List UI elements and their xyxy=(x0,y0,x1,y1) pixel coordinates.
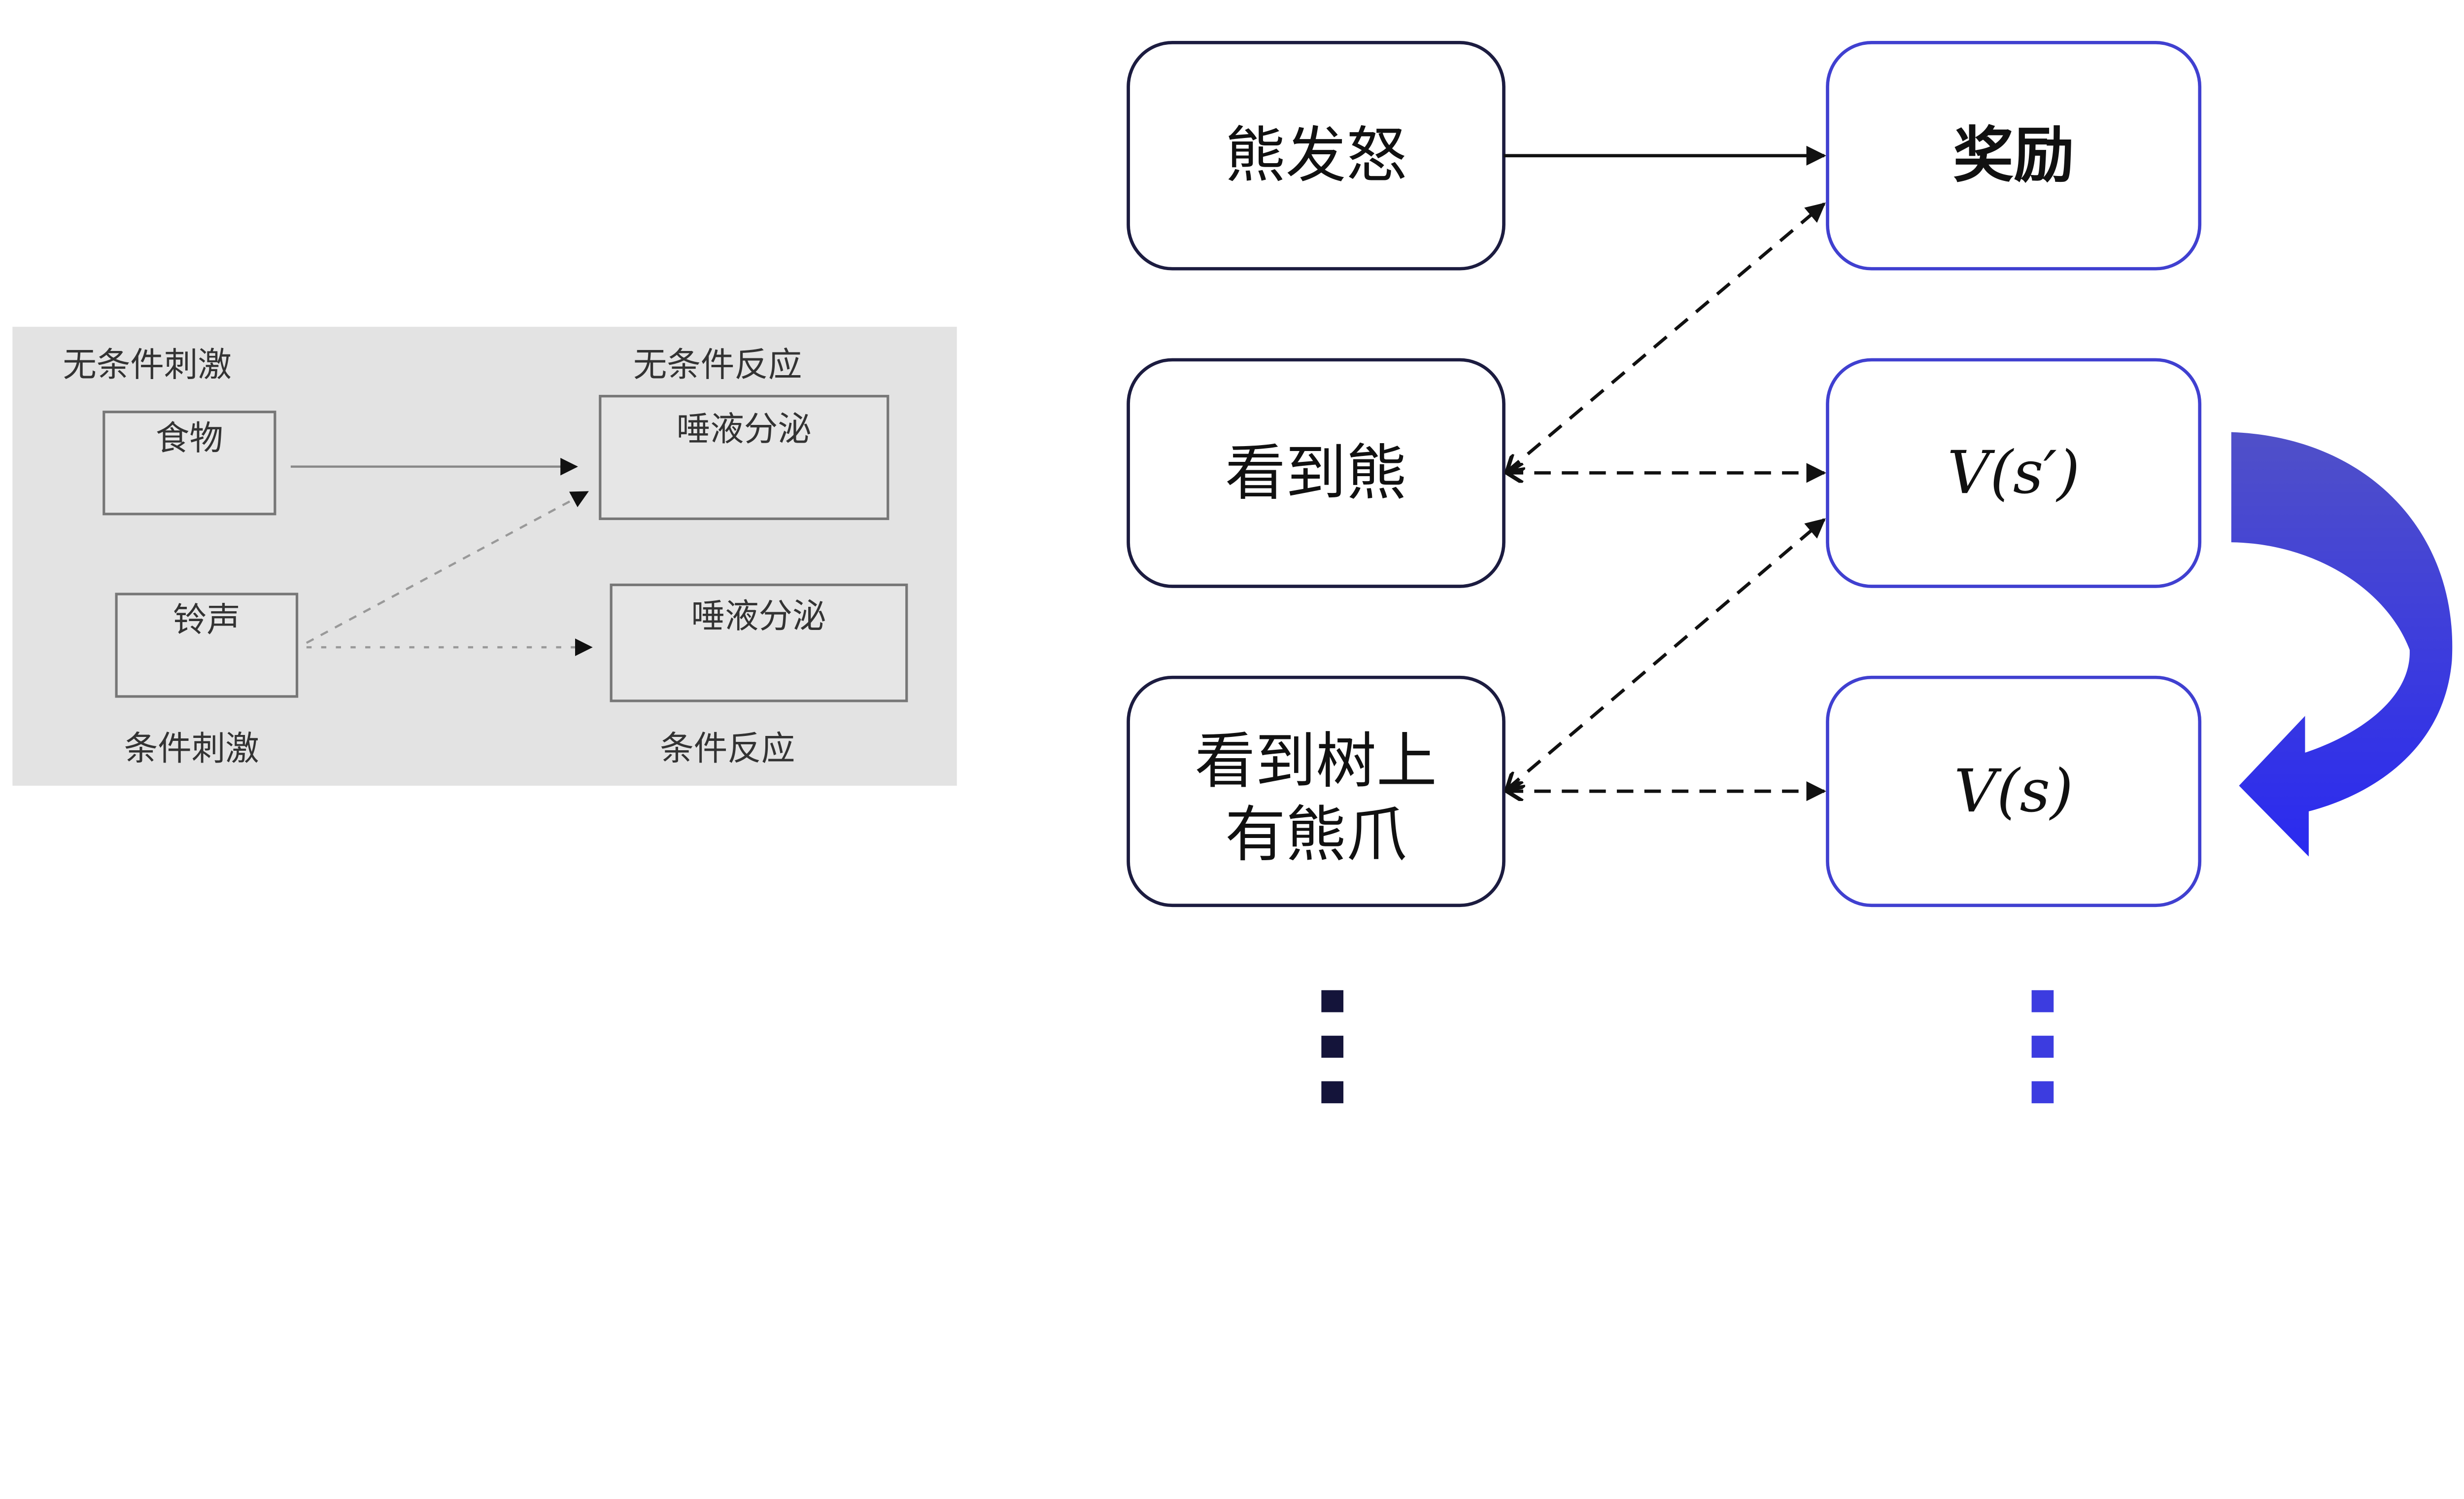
value-learning-diagram: 熊发怒 看到熊 看到树上 有熊爪 奖励 xyxy=(1127,41,2453,1104)
salivation-box-1-label: 唾液分泌 xyxy=(677,410,812,449)
diagram-frame: 无条件刺激 无条件反应 条件刺激 条件反应 食物 铃声 唾液分泌 唾液分泌 熊发… xyxy=(12,41,2453,1104)
classical-conditioning-diagram: 无条件刺激 无条件反应 条件刺激 条件反应 食物 铃声 唾液分泌 唾液分泌 xyxy=(12,326,957,786)
food-box-label: 食物 xyxy=(156,418,223,458)
salivation-box-2-label: 唾液分泌 xyxy=(691,597,826,636)
bell-to-unconditioned-salivation-arrow xyxy=(306,491,589,644)
conditioned-response-label: 条件反应 xyxy=(660,729,795,768)
state-box-see-bear xyxy=(1127,358,1506,588)
value-current-label: V(s) xyxy=(1954,757,2073,826)
value-next-label: V(s′) xyxy=(1947,439,2080,508)
unconditioned-stimulus-label: 无条件刺激 xyxy=(63,345,232,384)
unconditioned-response-label: 无条件反应 xyxy=(633,345,802,384)
see-claw-to-value-next-arrow xyxy=(1506,520,1824,789)
diagram-canvas: 无条件刺激 无条件反应 条件刺激 条件反应 食物 铃声 唾液分泌 唾液分泌 熊发… xyxy=(12,41,2453,1104)
salivation-box-2 xyxy=(610,583,908,702)
food-box xyxy=(103,411,276,516)
reward-label: 奖励 xyxy=(1953,120,2074,191)
state-see-bear-label: 看到熊 xyxy=(1225,438,1407,508)
state-box-see-claw xyxy=(1127,675,1506,907)
curved-update-arrow-icon xyxy=(2231,432,2453,857)
conditioned-stimulus-label: 条件刺激 xyxy=(124,729,259,768)
state-see-claw-label-line1: 看到树上 xyxy=(1195,726,1437,796)
state-bear-angry-label: 熊发怒 xyxy=(1225,120,1407,191)
state-ellipsis-icon xyxy=(1321,990,1344,1104)
value-ellipsis-icon xyxy=(2031,990,2054,1104)
see-bear-to-reward-arrow xyxy=(1506,204,1824,472)
salivation-box-1 xyxy=(599,395,890,521)
value-current-box xyxy=(1826,675,2202,907)
value-next-box xyxy=(1826,358,2202,588)
bell-box-label: 铃声 xyxy=(173,600,240,640)
bell-box xyxy=(115,593,299,698)
state-see-claw-label-line2: 有熊爪 xyxy=(1225,799,1407,870)
reward-box xyxy=(1826,41,2202,271)
